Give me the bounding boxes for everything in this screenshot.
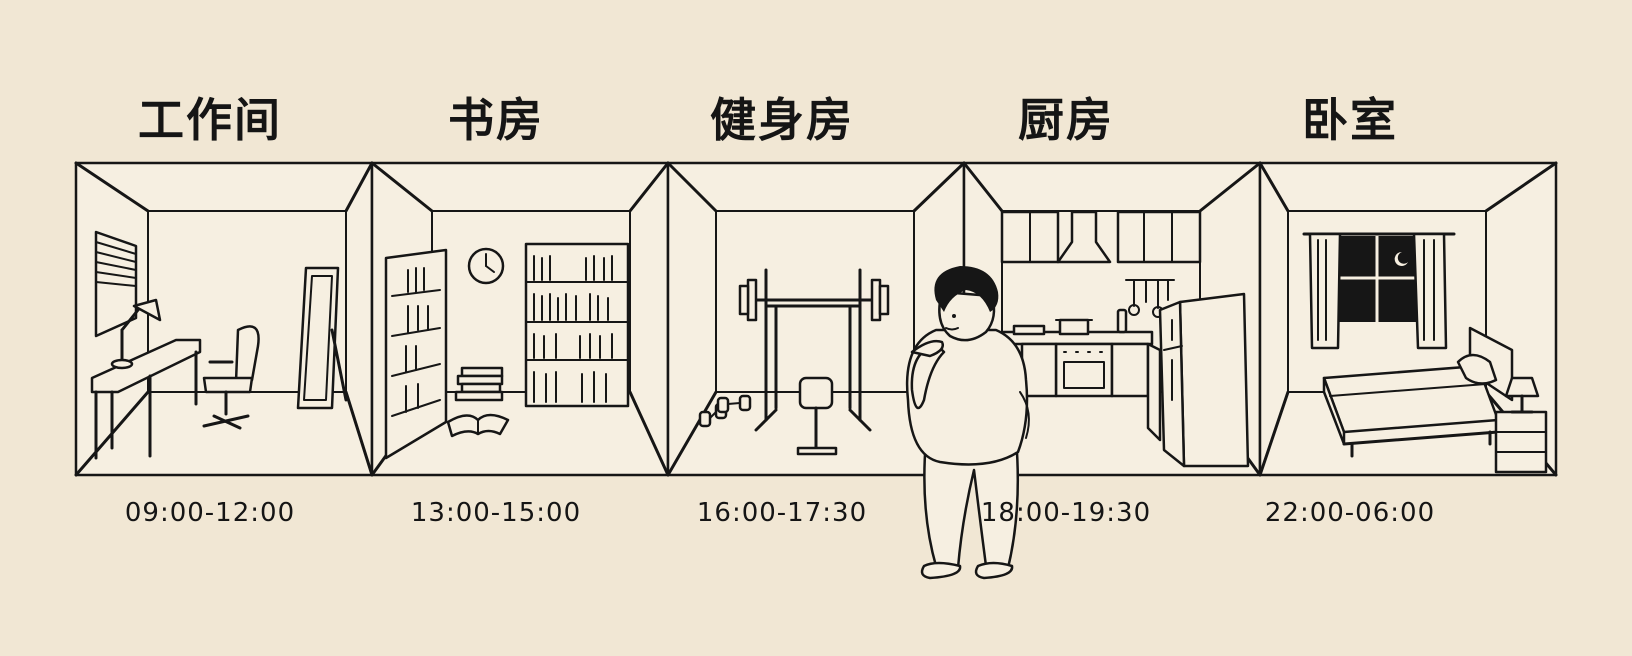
room-time-gym: 16:00-17:30 [696,498,868,528]
fridge-icon [1146,292,1250,468]
dumbbell-icon [698,394,752,428]
office-chair-icon [202,325,260,430]
moon-icon [1394,251,1408,266]
desk-icon [90,298,202,460]
bookshelf-right-icon [524,242,630,408]
bed-icon [1322,326,1514,458]
book-stack-icon [446,366,510,438]
room-title-study: 书房 [448,93,544,147]
room-title-workroom: 工作间 [138,93,282,147]
room-bedroom [1258,161,1558,477]
barbell-rack-icon [738,268,890,432]
room-time-workroom: 09:00-12:00 [124,498,296,528]
room-title-gym: 健身房 [710,93,854,147]
clock-icon [467,247,505,285]
room-time-study: 13:00-15:00 [410,498,582,528]
mirror-icon [296,266,348,410]
room-title-kitchen: 厨房 [1018,93,1114,147]
room-workroom [74,161,374,477]
room-title-bedroom: 卧室 [1302,93,1398,147]
bookshelf-icon [384,248,448,460]
room-time-bedroom: 22:00-06:00 [1264,498,1436,528]
bench-icon [796,376,838,456]
room-study [370,161,670,477]
person-figure [905,266,1030,580]
nightstand-lamp-icon [1494,376,1548,474]
night-window-icon [1302,232,1456,350]
window-blinds-icon [94,230,138,338]
room-time-kitchen: 18:00-19:30 [980,498,1152,528]
kitchen-cabinets-icon [1000,210,1202,398]
room-gym [666,161,966,477]
